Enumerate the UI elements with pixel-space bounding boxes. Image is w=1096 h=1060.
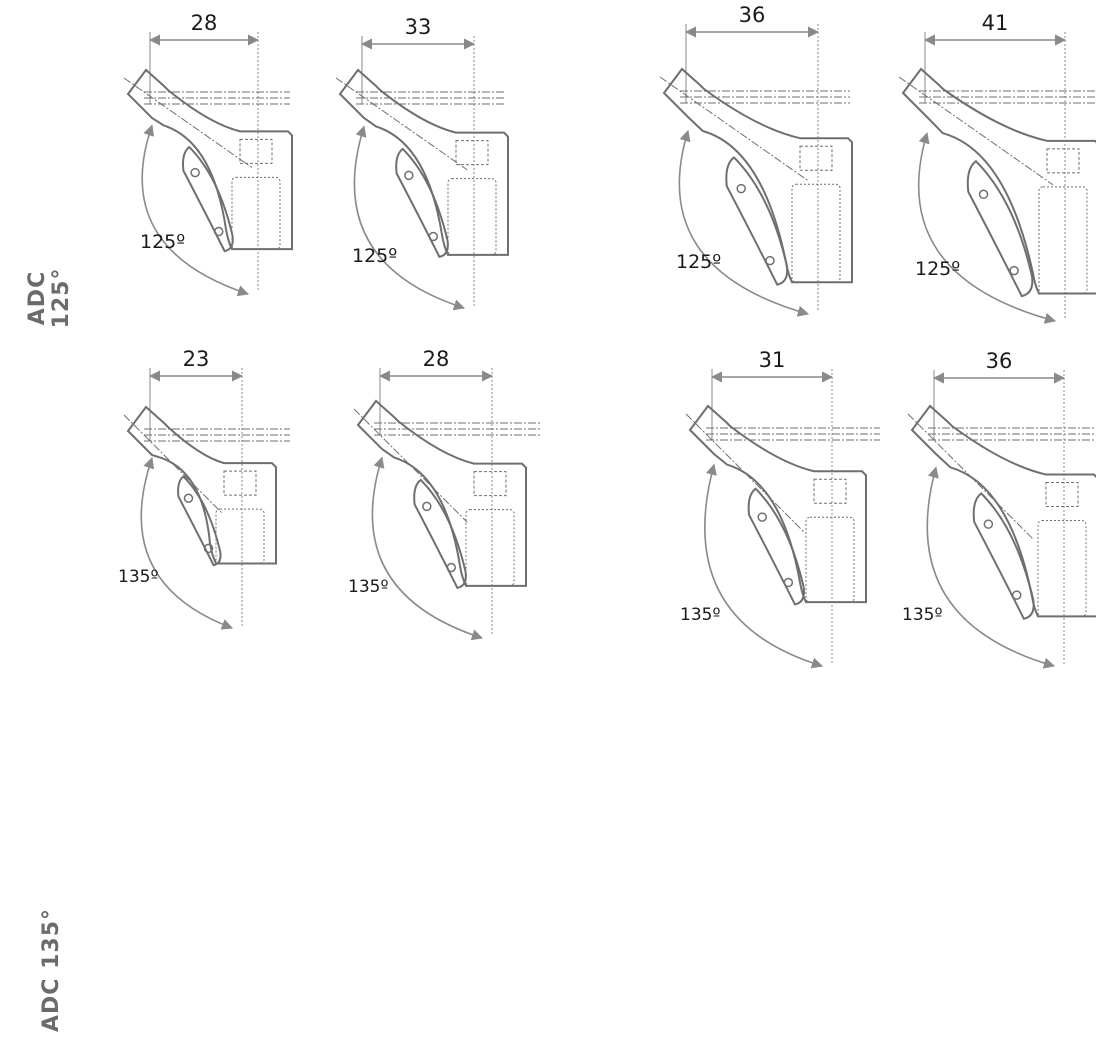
- stem-figure-6: 28 135º: [348, 347, 540, 641]
- taper-bore: [1037, 520, 1087, 617]
- taper-bore: [1038, 186, 1088, 295]
- taper-bore: [805, 516, 855, 603]
- fin-hole: [1009, 265, 1019, 276]
- taper-bore: [231, 176, 281, 250]
- stem-figure-1: 28 125º: [123, 11, 293, 297]
- taper-neck: [1045, 482, 1079, 508]
- dimension-value: 41: [982, 11, 1009, 35]
- neck-axis-line: [123, 77, 253, 168]
- taper-bore: [791, 183, 841, 283]
- neck-axis-line: [659, 76, 808, 181]
- stem-figure-5: 23 135º: [118, 347, 290, 630]
- fin-hole: [422, 501, 432, 512]
- fin-hole: [183, 493, 194, 503]
- taper-bore: [465, 509, 515, 587]
- fin-hole: [783, 577, 794, 588]
- taper-neck: [1046, 148, 1080, 174]
- angle-value: 135º: [902, 605, 942, 625]
- angle-value: 135º: [118, 567, 158, 587]
- dimension-value: 28: [191, 11, 218, 35]
- taper-neck: [239, 138, 273, 164]
- dimension-value: 28: [423, 347, 450, 371]
- fin-hole: [757, 512, 767, 522]
- stem-figure-7: 31 135º: [680, 348, 880, 669]
- fin-hole: [190, 167, 200, 178]
- stem-figure-4: 41 125º: [898, 11, 1096, 324]
- stem-figure-8: 36 135º: [902, 349, 1096, 669]
- fin-hole: [983, 519, 994, 529]
- angle-value: 125º: [915, 258, 960, 280]
- fin-hole: [404, 170, 414, 181]
- angle-arc: [140, 457, 234, 630]
- stem-fin: [182, 145, 234, 253]
- row-label-adc-135: ADC 135°: [39, 908, 64, 1033]
- taper-neck: [473, 471, 507, 497]
- neck-axis-line: [685, 413, 806, 534]
- angle-value: 125º: [140, 231, 185, 253]
- fin-hole: [446, 562, 457, 573]
- angle-value: 125º: [676, 251, 721, 273]
- angle-arc: [926, 466, 1056, 669]
- angle-arc: [353, 125, 466, 311]
- stem-fin: [395, 147, 449, 259]
- stem-fin: [747, 487, 805, 606]
- stem-fin: [413, 478, 467, 590]
- stem-diagram-canvas: 28 125º 33 125º 36 125º 41 125º 23 135º 28 135º 31 13…: [118, 3, 1096, 669]
- angle-arc: [141, 124, 250, 297]
- dimension-value: 31: [759, 348, 786, 372]
- angle-value: 135º: [348, 577, 388, 597]
- fin-hole: [1011, 590, 1022, 600]
- fin-hole: [428, 231, 439, 242]
- fin-hole: [765, 255, 775, 266]
- angle-arc: [918, 132, 1057, 324]
- angle-arc: [371, 456, 484, 641]
- angle-value: 125º: [352, 245, 397, 267]
- fin-hole: [736, 183, 746, 194]
- taper-neck: [223, 470, 257, 496]
- dimension-value: 36: [739, 3, 766, 27]
- taper-neck: [799, 145, 833, 171]
- taper-neck: [813, 478, 847, 504]
- fin-hole: [978, 189, 989, 200]
- angle-value: 135º: [680, 605, 720, 625]
- angle-arc: [704, 463, 824, 669]
- neck-axis-line: [898, 76, 1054, 186]
- taper-bore: [447, 178, 497, 256]
- dimension-value: 23: [183, 347, 210, 371]
- angle-arc: [678, 129, 810, 317]
- taper-neck: [455, 140, 489, 166]
- stem-figure-3: 36 125º: [659, 3, 853, 317]
- taper-bore: [215, 508, 265, 564]
- neck-axis-line: [353, 408, 468, 523]
- dimension-value: 36: [986, 349, 1013, 373]
- fin-hole: [213, 226, 224, 237]
- stem-fin: [177, 475, 222, 567]
- dimension-value: 33: [405, 15, 432, 39]
- stem-figure-2: 33 125º: [335, 15, 509, 311]
